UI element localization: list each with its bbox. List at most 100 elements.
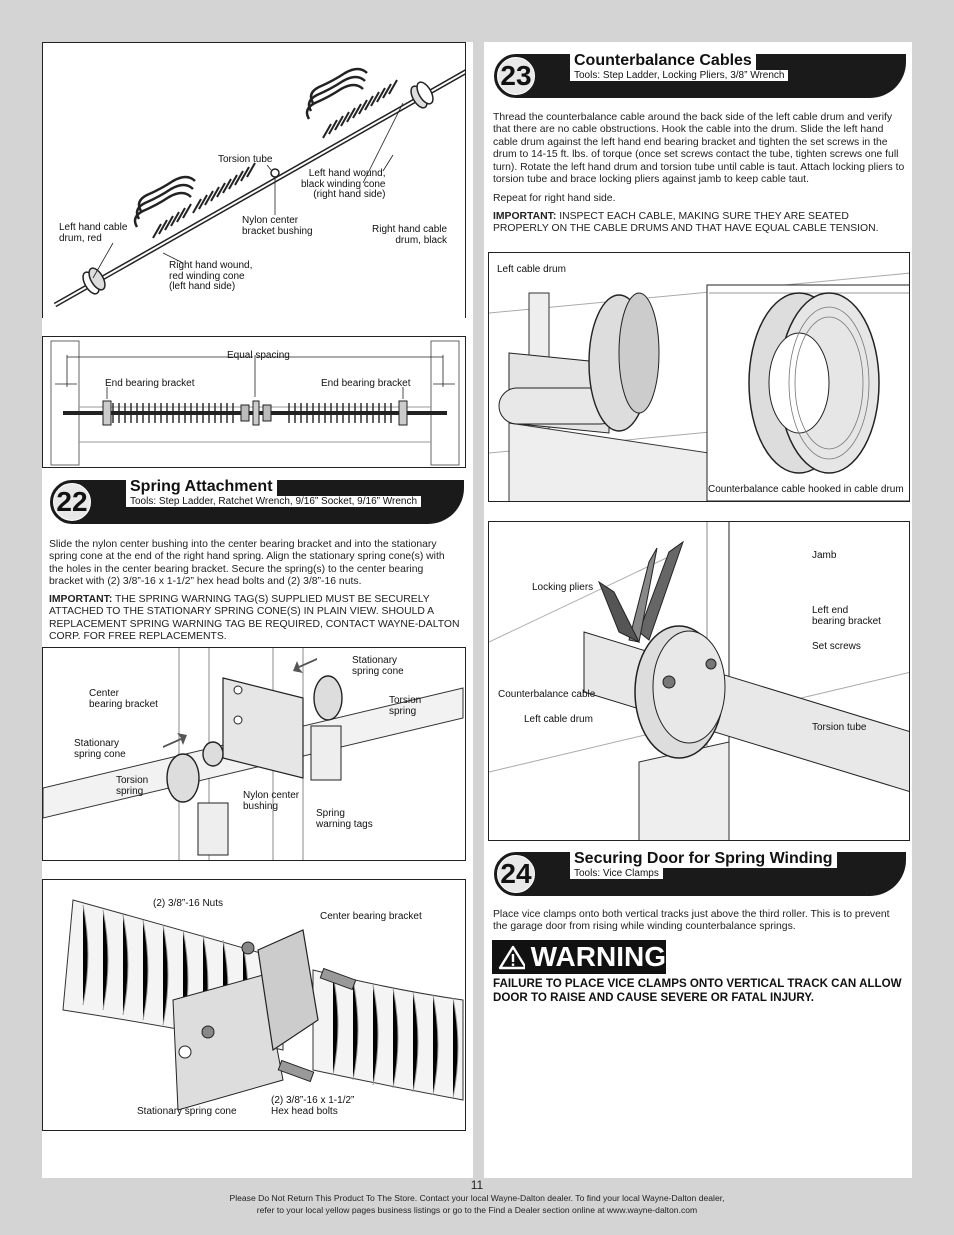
step-number-badge: 23 xyxy=(494,54,538,98)
label-jamb: Jamb xyxy=(812,550,837,561)
label-stationary-spring-cone: Stationary spring cone xyxy=(137,1106,237,1117)
label-line: red winding cone xyxy=(169,270,245,282)
locking-pliers-illustration xyxy=(489,522,909,840)
label-stationary-cone-top: Stationary spring cone xyxy=(352,655,404,677)
label-locking-pliers: Locking pliers xyxy=(532,582,594,593)
label-set-screws: Set screws xyxy=(812,641,861,652)
figure-bolt-assembly: (2) 3/8”-16 Nuts Center bearing bracket … xyxy=(42,879,466,1131)
label-line: Left hand wound, xyxy=(308,168,386,179)
label-counterbalance-cable: Counterbalance cable xyxy=(498,689,596,700)
label-line: Nylon center xyxy=(242,215,299,226)
label-nylon-center-bushing: Nylon center bushing xyxy=(243,790,300,812)
figure-spring-overview: Torsion tube Left hand wound, black wind… xyxy=(42,42,466,318)
label-equal-spacing: Equal spacing xyxy=(227,350,290,361)
label-line: Left hand cable xyxy=(59,222,128,233)
label-line: Torsion xyxy=(116,775,149,786)
important-label: IMPORTANT: xyxy=(49,594,113,605)
label-line: black winding cone xyxy=(301,178,386,190)
label-torsion-spring-right: Torsion spring xyxy=(389,695,422,717)
step-title: Counterbalance Cables xyxy=(570,52,756,70)
label-line: Stationary xyxy=(352,655,398,666)
step-23-important: IMPORTANT: INSPECT EACH CABLE, MAKING SU… xyxy=(493,211,905,236)
label-line: bearing bracket xyxy=(89,698,158,710)
step-22-important: IMPORTANT: THE SPRING WARNING TAG(S) SUP… xyxy=(49,594,461,644)
label-line: (2) 3/8”-16 x 1-1/2” xyxy=(271,1095,355,1106)
step-tools: Tools: Step Ladder, Locking Pliers, 3/8”… xyxy=(570,70,789,81)
label-line: Spring xyxy=(316,808,345,819)
label-line: spring cone xyxy=(352,665,404,677)
label-line: spring xyxy=(116,785,144,797)
label-hex-head-bolts: (2) 3/8”-16 x 1-1/2” Hex head bolts xyxy=(271,1095,355,1117)
step-24-body: Place vice clamps onto both vertical tra… xyxy=(493,909,890,933)
label-cable-hooked: Counterbalance cable hooked in cable dru… xyxy=(708,484,904,496)
step-number: 22 xyxy=(54,484,90,520)
label-line: Stationary xyxy=(74,738,120,749)
step-23-repeat: Repeat for right hand side. xyxy=(493,193,616,204)
step-23-body: Thread the counterbalance cable around t… xyxy=(493,112,905,186)
label-line: Center xyxy=(89,688,120,699)
cable-drum-illustration xyxy=(489,272,909,501)
label-line: Left end xyxy=(812,605,849,616)
figure-equal-spacing: Equal spacing End bearing bracket End be… xyxy=(42,336,466,468)
step-24-header: 24 Securing Door for Spring Winding Tool… xyxy=(494,850,906,896)
warning-title: WARNING xyxy=(530,941,666,972)
label-line: spring cone xyxy=(74,748,126,760)
footer-line-1: Please Do Not Return This Product To The… xyxy=(229,1193,725,1203)
figure-cable-drum: Left cable drum Counterbalance cable hoo… xyxy=(488,252,910,502)
label-nuts: (2) 3/8”-16 Nuts xyxy=(153,898,224,909)
label-line: warning tags xyxy=(316,818,373,830)
label-line: drum, black xyxy=(395,234,448,246)
label-line: Torsion xyxy=(389,695,422,706)
overview-illustration xyxy=(53,67,465,308)
label-line: bracket bushing xyxy=(242,225,313,237)
label-nylon-bracket-bushing: Nylon center bracket bushing xyxy=(242,215,313,237)
step-title: Spring Attachment xyxy=(126,478,277,496)
label-line: drum, red xyxy=(59,232,102,244)
step-23-header: 23 Counterbalance Cables Tools: Step Lad… xyxy=(494,52,906,98)
figure-locking-pliers: Jamb Locking pliers Left end bearing bra… xyxy=(488,521,910,841)
step-tools: Tools: Vice Clamps xyxy=(570,868,663,879)
label-line: bushing xyxy=(243,800,279,812)
label-right-wound-red: Right hand wound, red winding cone (left… xyxy=(169,260,253,293)
label-end-bearing-left: End bearing bracket xyxy=(105,378,195,389)
warning-text: FAILURE TO PLACE VICE CLAMPS ONTO VERTIC… xyxy=(493,977,902,1004)
label-line: (right hand side) xyxy=(313,189,386,200)
footer-line-2: refer to your local yellow pages busines… xyxy=(256,1205,698,1215)
label-center-bearing-bracket: Center bearing bracket xyxy=(320,911,422,922)
warning-banner: WARNING xyxy=(492,940,666,974)
step-22-header: 22 Spring Attachment Tools: Step Ladder,… xyxy=(50,478,464,524)
label-left-end-bearing-bracket: Left end bearing bracket xyxy=(812,605,881,627)
label-line: Nylon center xyxy=(243,790,300,801)
label-right-cable-drum-black: Right hand cable drum, black xyxy=(372,224,448,246)
label-line: Right hand cable xyxy=(372,224,448,235)
step-number-badge: 22 xyxy=(50,480,94,524)
label-line: bearing bracket xyxy=(812,615,881,627)
label-center-bearing-bracket: Center bearing bracket xyxy=(89,688,158,710)
label-line: Right hand wound, xyxy=(169,260,253,271)
warning-triangle-icon xyxy=(498,945,525,970)
label-line: spring xyxy=(389,705,417,717)
label-torsion-spring-left: Torsion spring xyxy=(116,775,149,797)
step-number: 23 xyxy=(498,58,534,94)
important-label: IMPORTANT: xyxy=(493,211,557,222)
label-left-cable-drum-red: Left hand cable drum, red xyxy=(59,222,128,244)
label-torsion-tube: Torsion tube xyxy=(218,154,273,165)
step-22-body: Slide the nylon center bushing into the … xyxy=(49,539,445,588)
step-tools: Tools: Step Ladder, Ratchet Wrench, 9/16… xyxy=(126,496,422,507)
label-spring-warning-tags: Spring warning tags xyxy=(316,808,373,830)
label-stationary-cone-left: Stationary spring cone xyxy=(74,738,126,760)
spacing-illustration xyxy=(50,340,460,466)
bolt-assembly-illustration xyxy=(62,899,464,1111)
label-end-bearing-right: End bearing bracket xyxy=(321,378,411,389)
label-left-cable-drum: Left cable drum xyxy=(497,264,566,275)
spring-attach-illustration xyxy=(43,648,464,860)
important-text: THE SPRING WARNING TAG(S) SUPPLIED MUST … xyxy=(49,594,460,643)
label-line: (left hand side) xyxy=(169,281,236,292)
label-torsion-tube: Torsion tube xyxy=(812,722,867,733)
label-left-cable-drum: Left cable drum xyxy=(524,714,593,725)
label-line: Hex head bolts xyxy=(271,1105,338,1117)
label-left-wound-black: Left hand wound, black winding cone (rig… xyxy=(301,168,386,201)
figure-spring-attachment: Stationary spring cone Center bearing br… xyxy=(42,647,466,861)
page-number: 11 xyxy=(470,1178,484,1192)
step-number: 24 xyxy=(498,856,534,892)
